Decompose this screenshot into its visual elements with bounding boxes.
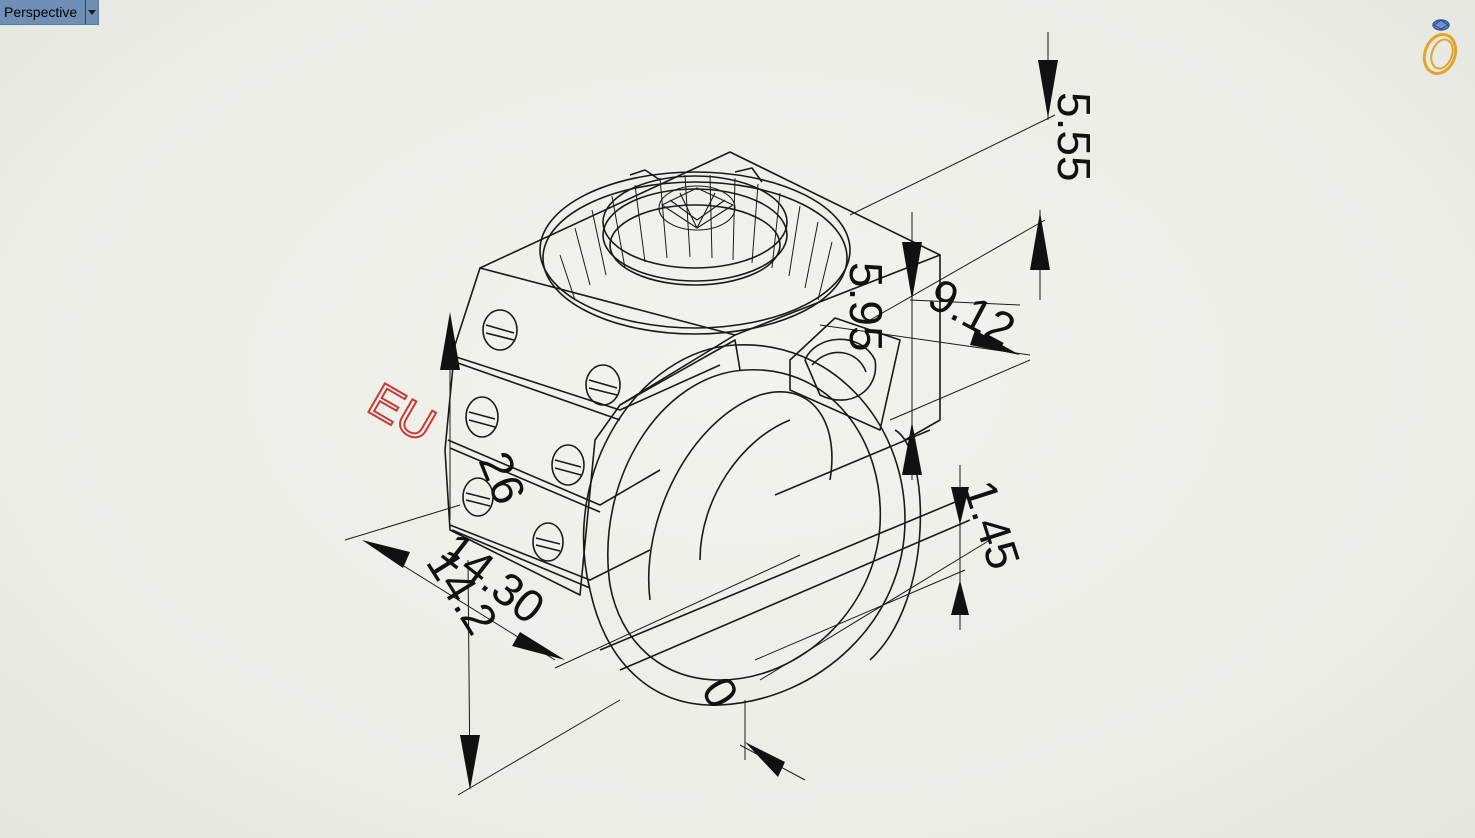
dim-bottom-partial: 0 [692,668,750,717]
dim-band-thickness: 1.45 [953,474,1030,575]
bezel-outer [539,171,851,329]
shank-outer [582,344,906,706]
viewport-tab-perspective[interactable]: Perspective [0,0,100,25]
axis-label: EU [360,374,444,453]
gemstone [658,185,736,231]
viewport-name-label: Perspective [4,4,78,20]
dim-face: 26 [469,444,536,511]
bezel-inner [602,175,788,269]
side-gallery [789,317,901,431]
screw-heads [462,309,621,562]
dim-height-top: 5.55 [1048,92,1100,182]
shank-inner [607,369,882,681]
ring-logo-icon [1422,19,1458,75]
dropdown-arrow-icon[interactable] [85,0,99,24]
dim-side-height: 5.95 [840,262,892,352]
